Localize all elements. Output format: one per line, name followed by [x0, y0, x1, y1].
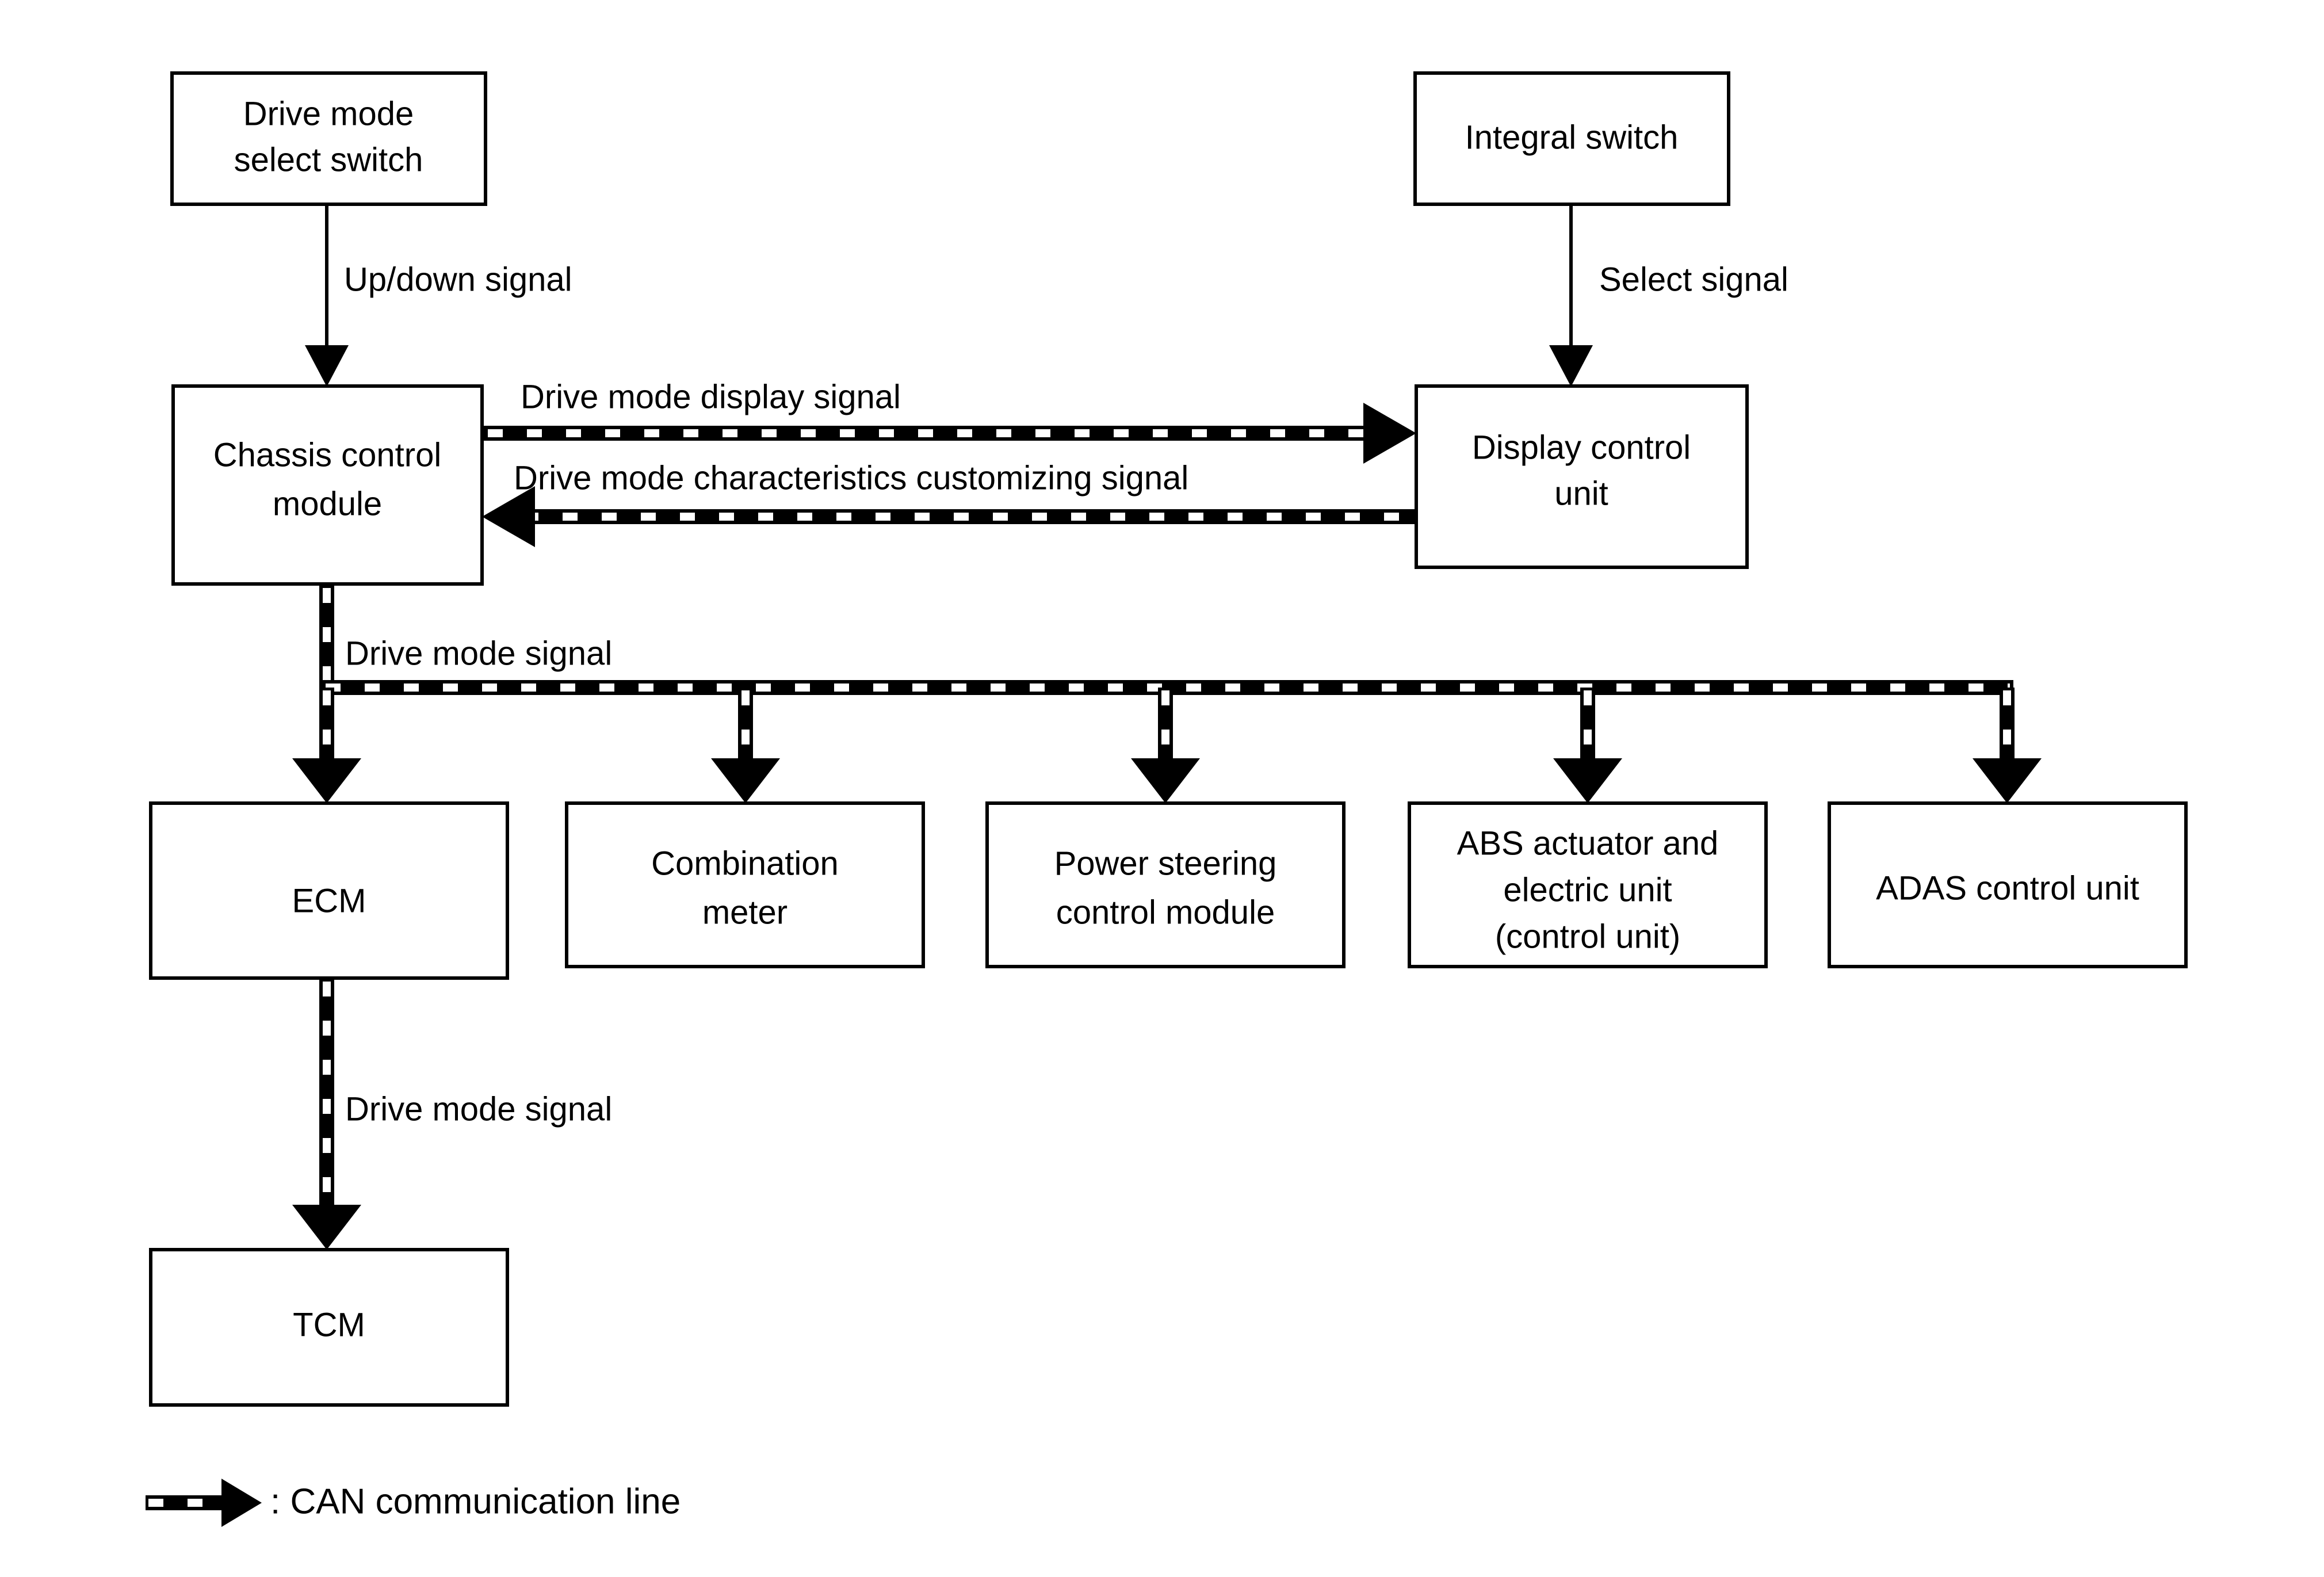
- drive-mode-select-switch-rect[interactable]: [170, 71, 487, 206]
- can-arrow-icon: [146, 1479, 262, 1527]
- bus-to-abs-actuator-arrowhead: [1553, 758, 1622, 803]
- edge-drive-mode-display-signal: [482, 403, 1416, 464]
- node-display-control-unit[interactable]: Display control unit: [1415, 384, 1749, 569]
- adas-control-unit-label: ADAS control unit: [1876, 869, 2139, 907]
- edge-ecm-to-tcm: [292, 978, 361, 1250]
- combination-meter-label-line2: meter: [702, 893, 788, 931]
- drive-mode-select-switch-label-line2: select switch: [234, 141, 423, 178]
- combination-meter-rect[interactable]: [565, 801, 925, 968]
- edge-label-drive-mode-signal-tcm: Drive mode signal: [345, 1090, 612, 1128]
- edge-label-up-down-signal: Up/down signal: [344, 261, 572, 298]
- edge-bus-to-ecm: [292, 688, 361, 803]
- combination-meter-label-line1: Combination: [651, 845, 839, 882]
- tcm-rect[interactable]: [149, 1248, 509, 1407]
- bus-to-combination-meter-arrowhead: [711, 758, 780, 803]
- ecm-label: ECM: [292, 882, 366, 919]
- node-ecm[interactable]: ECM: [149, 801, 509, 980]
- display-control-unit-label-line2: unit: [1554, 475, 1608, 512]
- edge-up-down-signal: [305, 204, 349, 387]
- edge-bus-to-adas: [1973, 688, 2042, 803]
- abs-actuator-label-line3: (control unit): [1495, 918, 1680, 955]
- node-tcm[interactable]: TCM: [149, 1248, 509, 1407]
- edge-bus-to-power-steering: [1131, 688, 1200, 803]
- edge-label-drive-mode-display-signal: Drive mode display signal: [521, 378, 901, 415]
- ecm-rect[interactable]: [149, 801, 509, 980]
- edge-bus-to-abs-actuator: [1553, 688, 1622, 803]
- ecm-to-tcm-arrowhead: [292, 1205, 361, 1250]
- node-chassis-control-module[interactable]: Chassis control module: [171, 384, 484, 586]
- edge-label-select-signal: Select signal: [1599, 261, 1788, 298]
- legend: : CAN communication line: [146, 1479, 681, 1527]
- bus-to-power-steering-arrowhead: [1131, 758, 1200, 803]
- chassis-control-module-rect[interactable]: [171, 384, 484, 586]
- edge-select-signal: [1549, 204, 1593, 387]
- bus-to-adas-arrowhead: [1973, 758, 2042, 803]
- power-steering-control-module-label-line2: control module: [1056, 893, 1275, 931]
- integral-switch-rect[interactable]: [1413, 71, 1730, 206]
- node-integral-switch[interactable]: Integral switch: [1413, 71, 1730, 206]
- edge-drive-mode-characteristics-customizing-signal: [482, 486, 1416, 547]
- node-drive-mode-select-switch[interactable]: Drive mode select switch: [170, 71, 487, 206]
- abs-actuator-label-line2: electric unit: [1503, 871, 1672, 908]
- can-arrow-icon-arrowhead: [221, 1479, 262, 1527]
- drive-mode-select-switch-label-line1: Drive mode: [243, 95, 414, 132]
- node-combination-meter[interactable]: Combination meter: [565, 801, 925, 968]
- edge-bus-to-combination-meter: [711, 688, 780, 803]
- display-control-unit-rect[interactable]: [1415, 384, 1749, 569]
- legend-label: : CAN communication line: [270, 1481, 681, 1521]
- power-steering-control-module-label-line1: Power steering: [1054, 845, 1277, 882]
- up-down-signal-arrowhead: [305, 345, 349, 387]
- select-signal-arrowhead: [1549, 345, 1593, 387]
- drive-mode-display-signal-arrowhead: [1363, 403, 1416, 464]
- adas-control-unit-rect[interactable]: [1828, 801, 2188, 968]
- integral-switch-label: Integral switch: [1465, 119, 1679, 156]
- bus-to-ecm-arrowhead: [292, 758, 361, 803]
- abs-actuator-label-line1: ABS actuator and: [1457, 824, 1719, 862]
- tcm-label: TCM: [293, 1306, 365, 1343]
- chassis-control-module-label-line1: Chassis control: [213, 436, 441, 474]
- node-power-steering-control-module[interactable]: Power steering control module: [985, 801, 1346, 968]
- power-steering-control-module-rect[interactable]: [985, 801, 1346, 968]
- node-adas-control-unit[interactable]: ADAS control unit: [1828, 801, 2188, 968]
- display-control-unit-label-line1: Display control: [1472, 429, 1691, 466]
- edge-label-drive-mode-characteristics-customizing-signal: Drive mode characteristics customizing s…: [514, 459, 1188, 497]
- drive-mode-characteristics-arrowhead: [482, 486, 535, 547]
- abs-actuator-rect[interactable]: [1408, 801, 1768, 968]
- chassis-control-module-label-line2: module: [273, 485, 382, 522]
- edge-label-drive-mode-signal-bus: Drive mode signal: [345, 635, 612, 672]
- node-abs-actuator-and-electric-unit[interactable]: ABS actuator and electric unit (control …: [1408, 801, 1768, 968]
